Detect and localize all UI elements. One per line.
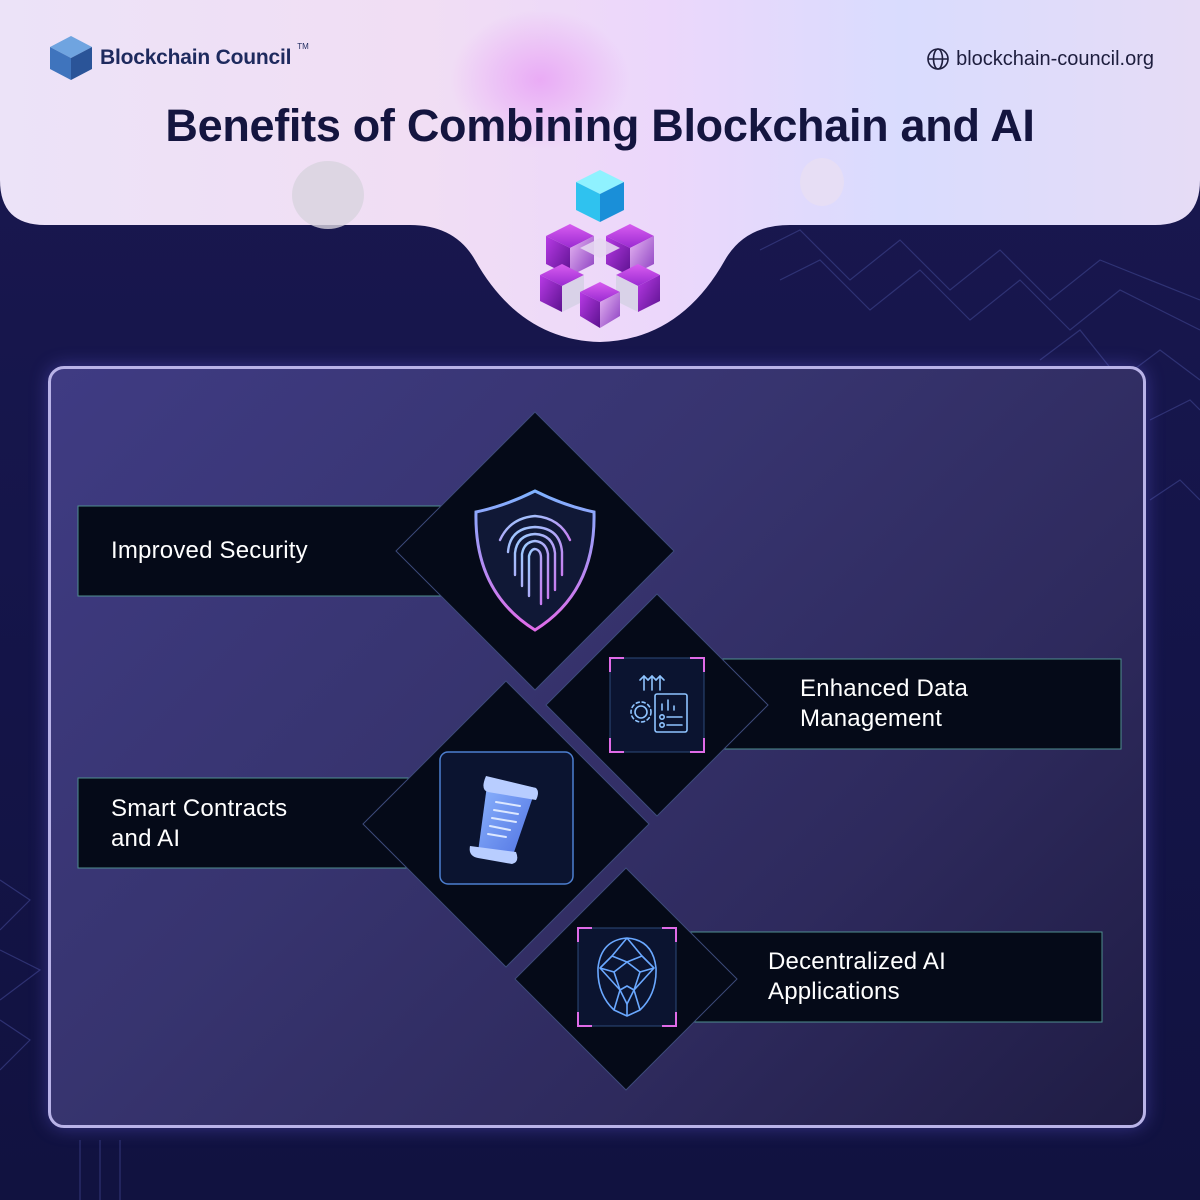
benefit-card-improved-security[interactable] — [77, 411, 675, 691]
page-title: Benefits of Combining Blockchain and AI — [165, 100, 1035, 151]
benefit-label-decentralized-ai-applications: Decentralized AI Applications — [768, 948, 946, 1005]
trademark-mark: TM — [297, 41, 309, 51]
brand-logo[interactable]: Blockchain Council TM — [48, 34, 309, 82]
benefit-card-decentralized-ai-applications[interactable] — [514, 867, 1103, 1091]
shield-fingerprint-icon — [474, 489, 596, 632]
benefit-label-improved-security: Improved Security — [111, 537, 308, 564]
benefit-card-enhanced-data-management[interactable] — [545, 593, 1122, 817]
cube-logo-icon — [50, 36, 92, 80]
benefit-label-enhanced-data-management: Enhanced Data Management — [800, 675, 969, 732]
benefit-label-smart-contracts-and-ai: Smart Contracts and AI — [111, 795, 288, 852]
website-link[interactable]: blockchain-council.org — [926, 47, 1154, 71]
brand-name: Blockchain Council — [100, 46, 292, 69]
globe-icon — [927, 48, 949, 70]
data-dashboard-icon — [609, 657, 705, 753]
ai-face-icon — [577, 927, 677, 1027]
benefit-card-smart-contracts-and-ai[interactable] — [77, 680, 650, 968]
blockchain-cubes-icon — [540, 170, 660, 328]
website-url: blockchain-council.org — [956, 47, 1154, 70]
contract-scroll-icon — [439, 751, 574, 885]
